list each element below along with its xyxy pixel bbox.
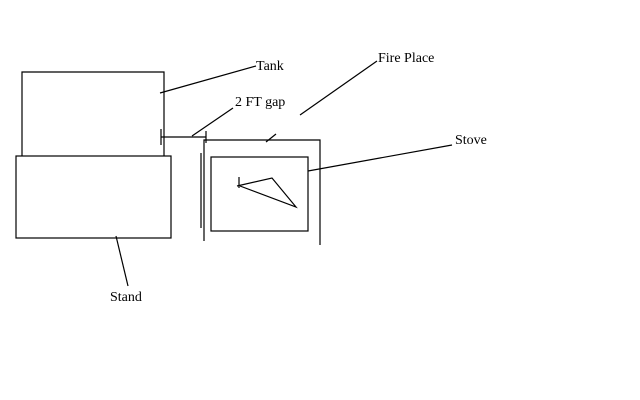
fireplace-outline xyxy=(203,139,321,245)
stand-outline xyxy=(15,155,172,239)
tank-label-leader xyxy=(159,65,257,94)
tank-outline xyxy=(21,71,165,156)
tank-label: Tank xyxy=(256,59,284,74)
gap-label-leader xyxy=(191,107,234,137)
stove-pipe xyxy=(236,177,298,209)
stove-label-leader xyxy=(307,144,453,172)
gap-label: 2 FT gap xyxy=(235,95,285,110)
fireplace-label-leader xyxy=(299,60,378,116)
stand-label: Stand xyxy=(110,290,142,305)
stove-label: Stove xyxy=(455,133,487,148)
fireplace-label: Fire Place xyxy=(378,51,434,66)
stove-outline xyxy=(210,156,309,232)
stand-label-leader xyxy=(115,235,129,287)
fireplace-top-tick xyxy=(265,133,277,143)
